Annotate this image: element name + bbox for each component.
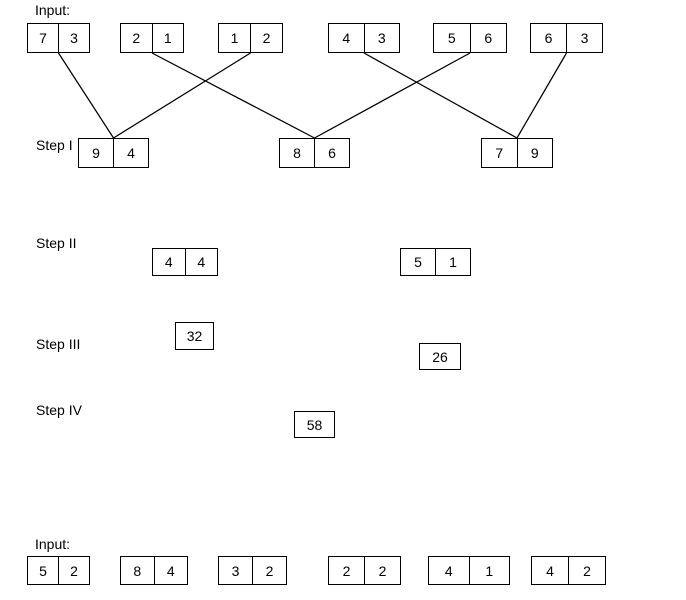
input-top-4-cell-2: 3 <box>377 30 386 46</box>
input-bottom-5-cell-2: 1 <box>485 562 494 579</box>
input-top-1-cell-1: 7 <box>28 24 59 52</box>
input-top-5-cell-1: 5 <box>434 24 471 52</box>
input-bottom-5-cell-1: 4 <box>429 557 470 584</box>
input-top-3-cell-1: 1 <box>219 24 251 52</box>
input-bottom-label: Input: <box>35 536 71 552</box>
input-bottom-1-cell-1: 5 <box>28 557 59 584</box>
step1-label: Step I <box>36 137 73 153</box>
step1-box-2-cell-1: 8 <box>280 139 315 167</box>
connection-line <box>57 52 115 139</box>
step3-box-2: 26 <box>419 343 461 370</box>
step2-box-1-cell-1: 4 <box>153 249 186 275</box>
input-top-2-cell-1: 2 <box>121 24 153 52</box>
step1-box-3-cell-2: 9 <box>530 145 539 161</box>
input-top-5-cell-2: 6 <box>484 30 493 46</box>
step2-label: Step II <box>36 235 77 251</box>
step2-box-2-cell-1: 5 <box>401 249 436 275</box>
step2-box-2-cell-2: 1 <box>449 254 457 270</box>
input-top-label: Input: <box>35 2 71 18</box>
step4-label: Step IV <box>36 402 82 418</box>
input-top-6-cell-2: 3 <box>580 30 589 46</box>
input-top-6-cell-1: 6 <box>531 24 567 52</box>
input-bottom-3-cell-1: 3 <box>219 557 253 584</box>
step1-box-2-cell-2: 6 <box>328 145 336 161</box>
step1-box-1-cell-1: 9 <box>79 139 114 167</box>
input-top-4-cell-1: 4 <box>329 24 365 52</box>
input-bottom-3-cell-2: 2 <box>265 562 274 579</box>
step2-box-1-cell-2: 4 <box>197 254 206 270</box>
step1-box-1-cell-2: 4 <box>127 145 135 161</box>
input-bottom-6-cell-1: 4 <box>532 557 569 584</box>
input-bottom-2-cell-2: 4 <box>166 562 175 579</box>
connection-line <box>363 52 518 139</box>
input-bottom-1-cell-2: 2 <box>70 562 78 579</box>
connection-line <box>113 52 251 139</box>
input-bottom-2-cell-1: 8 <box>121 557 155 584</box>
connection-line <box>516 52 568 139</box>
connection-line <box>151 52 315 139</box>
connection-line <box>314 52 471 139</box>
input-bottom-6-cell-2: 2 <box>583 562 591 579</box>
input-top-3-cell-2: 2 <box>262 30 271 46</box>
input-bottom-4-cell-1: 2 <box>329 557 365 584</box>
step4-box-1: 58 <box>294 411 335 438</box>
input-bottom-4-cell-2: 2 <box>378 562 387 579</box>
step3-box-1: 32 <box>175 322 214 350</box>
step3-label: Step III <box>36 336 81 352</box>
input-top-2-cell-2: 1 <box>163 30 172 46</box>
input-top-1-cell-2: 3 <box>70 30 78 46</box>
step1-box-3-cell-1: 7 <box>482 139 518 167</box>
